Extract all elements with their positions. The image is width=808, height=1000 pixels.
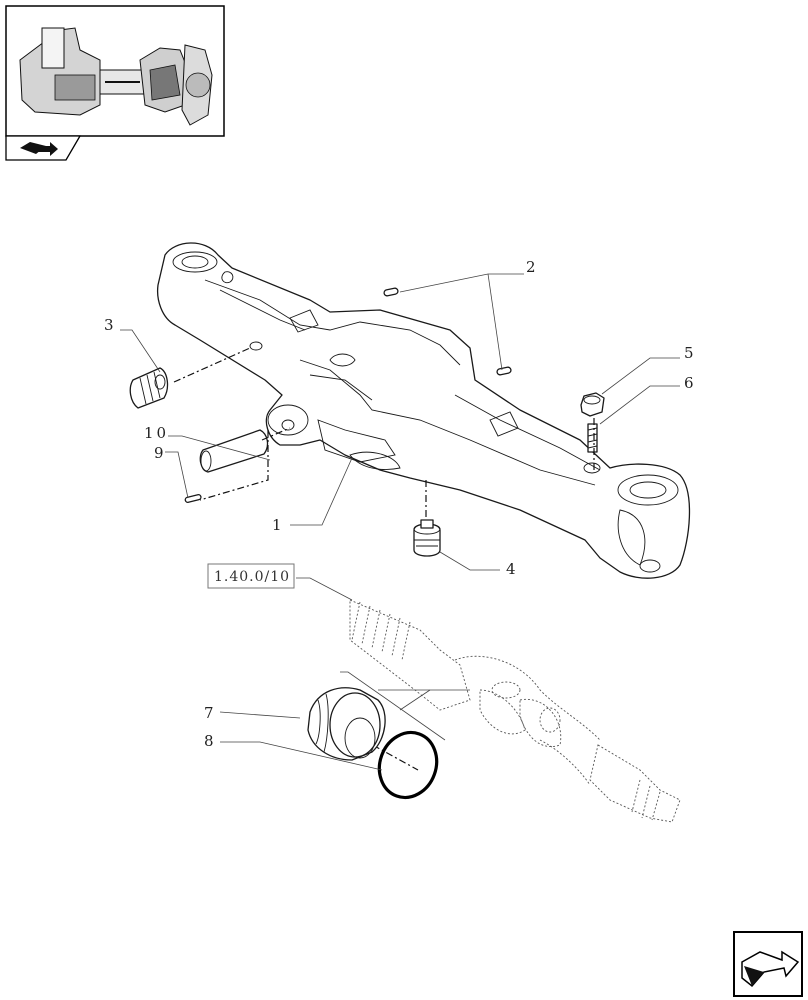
callout-8: 8: [204, 732, 214, 750]
axle-housing: [156, 242, 691, 579]
book-arrow-icon[interactable]: [5, 135, 82, 161]
assembly-lines: [173, 347, 595, 771]
callout-1: 1: [272, 516, 282, 534]
hex-plug: [580, 392, 605, 417]
assembly-thumbnail[interactable]: [5, 5, 225, 137]
breather-plug: [413, 519, 441, 557]
threaded-plug: [129, 367, 169, 409]
threaded-stud: [587, 423, 598, 453]
leader-lines: [120, 273, 680, 771]
callout-labels: 1 2 3 4 5 6 7 8 9 10: [104, 258, 694, 750]
reference-bracket: [340, 671, 470, 741]
dowel-pin-upper: [383, 287, 399, 297]
callout-2: 2: [526, 258, 536, 276]
callout-3: 3: [104, 316, 114, 334]
callout-9: 9: [154, 444, 164, 462]
callout-7: 7: [204, 704, 214, 722]
callout-4: 4: [506, 560, 516, 578]
roll-pin: [184, 494, 202, 503]
cross-reference-text: 1.40.0/10: [214, 569, 290, 585]
callout-10: 10: [144, 424, 169, 442]
next-page-arrow-icon[interactable]: [733, 931, 803, 997]
dowel-pin-lower: [496, 366, 512, 376]
o-ring: [377, 730, 439, 800]
bushing: [307, 687, 386, 761]
cross-reference-link[interactable]: 1.40.0/10: [207, 563, 295, 589]
drive-shaft-reference: [349, 599, 681, 823]
cylindrical-pin: [199, 429, 269, 473]
callout-6: 6: [684, 374, 694, 392]
callout-5: 5: [684, 344, 694, 362]
